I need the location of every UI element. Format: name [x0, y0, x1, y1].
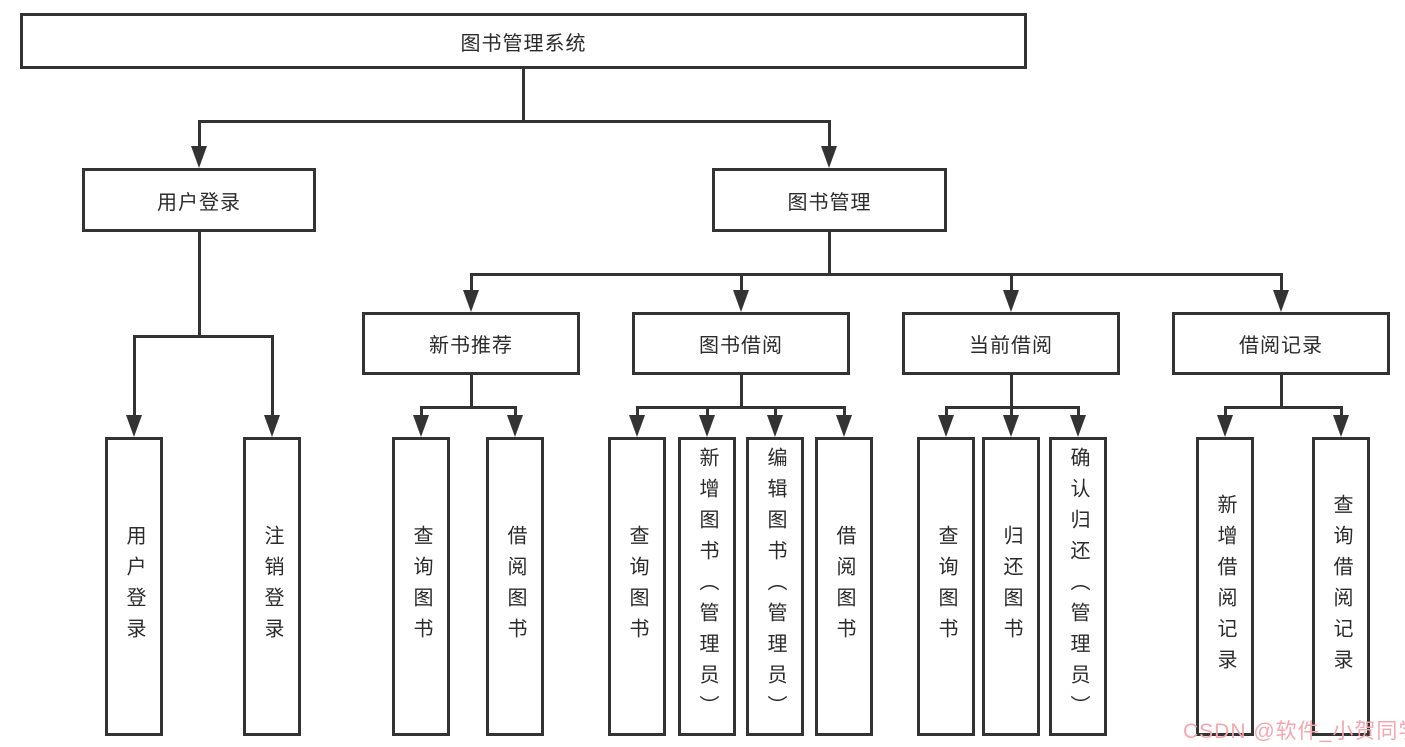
- branch-node-user-login: 用户登录: [82, 168, 316, 232]
- arrowhead-down-icon: [1070, 415, 1086, 437]
- group-node-borrow-records: 借阅记录: [1172, 312, 1390, 375]
- connector-vline: [843, 406, 846, 417]
- connector-vline: [636, 406, 639, 417]
- leaf-node-return-books: 归还图书: [982, 437, 1040, 736]
- connector-vline: [1280, 273, 1283, 292]
- arrowhead-down-icon: [733, 290, 749, 312]
- connector-vline: [198, 232, 201, 338]
- arrowhead-down-icon: [1273, 290, 1289, 312]
- connector-vline: [470, 375, 473, 409]
- connector-hline-current: [945, 406, 1080, 409]
- arrowhead-down-icon: [126, 415, 142, 437]
- connector-vline: [828, 120, 831, 148]
- group-node-new-book-recommend: 新书推荐: [362, 312, 580, 375]
- connector-vline: [828, 232, 831, 276]
- csdn-watermark: CSDN @软件_小贺同学: [1183, 720, 1405, 743]
- connector-vline: [945, 406, 948, 417]
- connector-hline-user-login: [133, 335, 274, 338]
- leaf-node-edit-book-admin: 编辑图书（管理员）: [746, 437, 804, 736]
- arrowhead-down-icon: [413, 415, 429, 437]
- arrowhead-down-icon: [507, 415, 523, 437]
- connector-vline: [420, 406, 423, 417]
- leaf-node-borrow-books: 借阅图书: [815, 437, 873, 736]
- leaf-node-borrow-books-newrec: 借阅图书: [486, 437, 544, 736]
- leaf-node-query-books-newrec: 查询图书: [392, 437, 450, 736]
- connector-hline-newrec: [420, 406, 517, 409]
- connector-vline: [1010, 375, 1013, 409]
- leaf-node-add-book-admin: 新增图书（管理员）: [678, 437, 736, 736]
- connector-vline: [1077, 406, 1080, 417]
- connector-vline: [514, 406, 517, 417]
- connector-vline: [470, 273, 473, 292]
- connector-vline: [1010, 273, 1013, 292]
- connector-hline-level3: [470, 273, 1283, 276]
- arrowhead-down-icon: [938, 415, 954, 437]
- arrowhead-down-icon: [1217, 415, 1233, 437]
- arrowhead-down-icon: [1003, 415, 1019, 437]
- connector-hline-borrow: [636, 406, 846, 409]
- arrowhead-down-icon: [264, 415, 280, 437]
- branch-node-book-management: 图书管理: [712, 168, 947, 232]
- leaf-node-query-books-current: 查询图书: [917, 437, 975, 736]
- leaf-node-user-login: 用户登录: [105, 437, 163, 736]
- arrowhead-down-icon: [463, 290, 479, 312]
- root-node-library-system: 图书管理系统: [20, 13, 1027, 69]
- connector-hline-level2: [198, 120, 831, 123]
- connector-vline: [1010, 406, 1013, 417]
- arrowhead-down-icon: [191, 146, 207, 168]
- arrowhead-down-icon: [1333, 415, 1349, 437]
- connector-vline: [774, 406, 777, 417]
- connector-hline-records: [1224, 406, 1343, 409]
- connector-vline: [706, 406, 709, 417]
- arrowhead-down-icon: [1003, 290, 1019, 312]
- arrowhead-down-icon: [699, 415, 715, 437]
- arrowhead-down-icon: [836, 415, 852, 437]
- arrowhead-down-icon: [629, 415, 645, 437]
- leaf-node-add-borrow-record: 新增借阅记录: [1196, 437, 1254, 736]
- leaf-node-query-borrow-record: 查询借阅记录: [1312, 437, 1370, 736]
- leaf-node-query-books-borrow: 查询图书: [608, 437, 666, 736]
- connector-vline: [198, 120, 201, 148]
- group-node-current-borrow: 当前借阅: [902, 312, 1120, 375]
- connector-vline-root: [522, 69, 525, 123]
- connector-vline: [740, 375, 743, 409]
- leaf-node-confirm-return-admin: 确认归还（管理员）: [1049, 437, 1107, 736]
- arrowhead-down-icon: [821, 146, 837, 168]
- group-node-book-borrow: 图书借阅: [632, 312, 850, 375]
- leaf-node-logout: 注销登录: [243, 437, 301, 736]
- connector-vline: [1340, 406, 1343, 417]
- connector-vline: [133, 335, 136, 417]
- connector-vline: [740, 273, 743, 292]
- connector-vline: [1280, 375, 1283, 409]
- arrowhead-down-icon: [767, 415, 783, 437]
- connector-vline: [271, 335, 274, 417]
- connector-vline: [1224, 406, 1227, 417]
